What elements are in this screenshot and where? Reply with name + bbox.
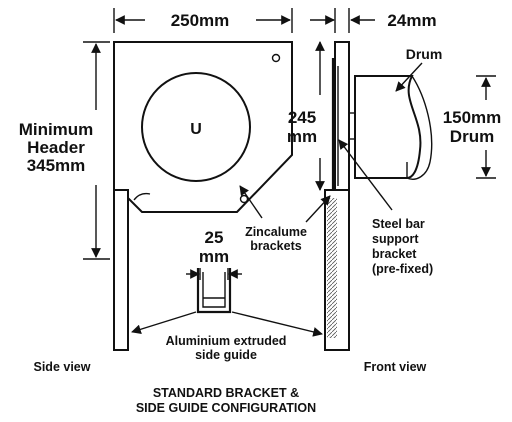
dimension-24mm: 24mm bbox=[310, 8, 437, 33]
drum-circle bbox=[141, 72, 251, 182]
zincalume-label-line1: Zincalume bbox=[245, 225, 307, 239]
height-245-line2: mm bbox=[287, 127, 317, 146]
height-245-line1: 245 bbox=[288, 108, 316, 127]
dimension-250-label: 250mm bbox=[171, 11, 230, 30]
gap-label-line1: 25 bbox=[205, 228, 224, 247]
side-view-label: Side view bbox=[34, 360, 91, 374]
steel-label-line3: bracket bbox=[372, 247, 417, 261]
guide-label-line1: Aluminium extruded bbox=[166, 334, 287, 348]
header-label-line1: Minimum bbox=[19, 120, 94, 139]
dimension-150mm-drum: 150mm Drum bbox=[443, 75, 502, 179]
front-view-label: Front view bbox=[364, 360, 427, 374]
guide-label-line2: side guide bbox=[195, 348, 257, 362]
zincalume-callout: Zincalume brackets bbox=[239, 185, 331, 253]
header-label-line2: Header bbox=[27, 138, 85, 157]
steel-label-line2: support bbox=[372, 232, 419, 246]
bolt-hole-icon bbox=[271, 53, 281, 63]
front-view-assembly bbox=[324, 41, 350, 351]
caption-line1: STANDARD BRACKET & bbox=[153, 386, 299, 400]
drum-label: Drum bbox=[406, 46, 443, 62]
dimension-245mm: 245 mm bbox=[287, 41, 325, 191]
bracket-slot-icon: U bbox=[190, 121, 202, 138]
steel-bar-callout: Steel bar support bracket (pre-fixed) bbox=[338, 139, 433, 276]
caption-line2: SIDE GUIDE CONFIGURATION bbox=[136, 401, 316, 415]
gap-label-line2: mm bbox=[199, 247, 229, 266]
side-guide-profile: 25 mm bbox=[186, 228, 242, 314]
guide-callout: Aluminium extruded side guide bbox=[131, 311, 323, 362]
drum-dimension-line1: 150mm bbox=[443, 108, 502, 127]
front-bracket bbox=[334, 41, 350, 193]
dimension-250mm: 250mm bbox=[113, 8, 293, 33]
dimension-24-label: 24mm bbox=[387, 11, 436, 30]
header-label-line3: 345mm bbox=[27, 156, 86, 175]
side-view-bracket: U bbox=[113, 41, 293, 213]
dimension-minimum-header: Minimum Header 345mm bbox=[19, 41, 110, 260]
drum-dimension-line2: Drum bbox=[450, 127, 494, 146]
front-guide-hatch bbox=[327, 198, 337, 338]
steel-label-line4: (pre-fixed) bbox=[372, 262, 433, 276]
zincalume-label-line2: brackets bbox=[250, 239, 301, 253]
drum-front bbox=[348, 75, 433, 180]
side-view-guide bbox=[113, 189, 129, 351]
steel-label-line1: Steel bar bbox=[372, 217, 425, 231]
